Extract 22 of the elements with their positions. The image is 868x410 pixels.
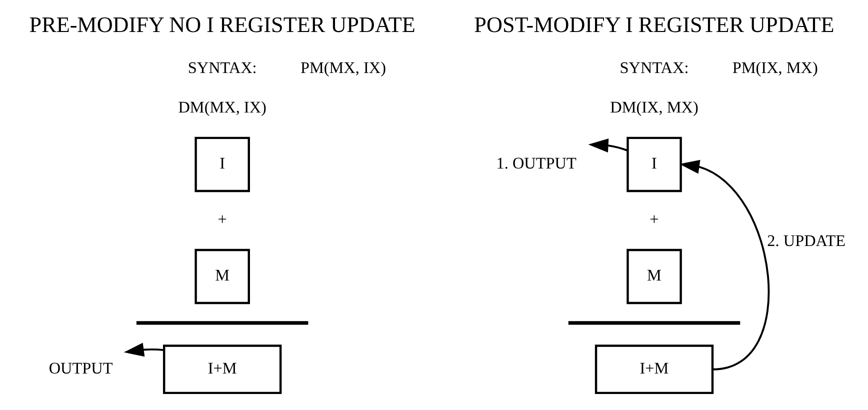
node-box: M [626,248,682,304]
edge-label: 2. UPDATE [767,232,846,250]
node-box: M [194,248,250,304]
label: PM(MX, IX) [300,58,386,77]
label: + [650,210,659,229]
node-box: I [194,136,250,192]
node-text: OUTPUT [48,359,113,378]
label: SYNTAX: [188,58,257,77]
arrow [679,160,770,370]
label: DM(MX, IX) [178,98,266,117]
node-text: 1. OUTPUT [496,154,576,173]
arrow [124,342,164,357]
label: SYNTAX: [620,58,689,77]
arrow [588,138,628,152]
label: PM(IX, MX) [732,58,818,77]
node-box: I+M [594,344,714,394]
node-box: I [626,136,682,192]
label: PRE-MODIFY NO I REGISTER UPDATE [29,12,416,37]
label: DM(IX, MX) [610,98,698,117]
label: + [218,210,227,229]
label: POST-MODIFY I REGISTER UPDATE [474,12,834,37]
node-box: I+M [163,344,282,394]
